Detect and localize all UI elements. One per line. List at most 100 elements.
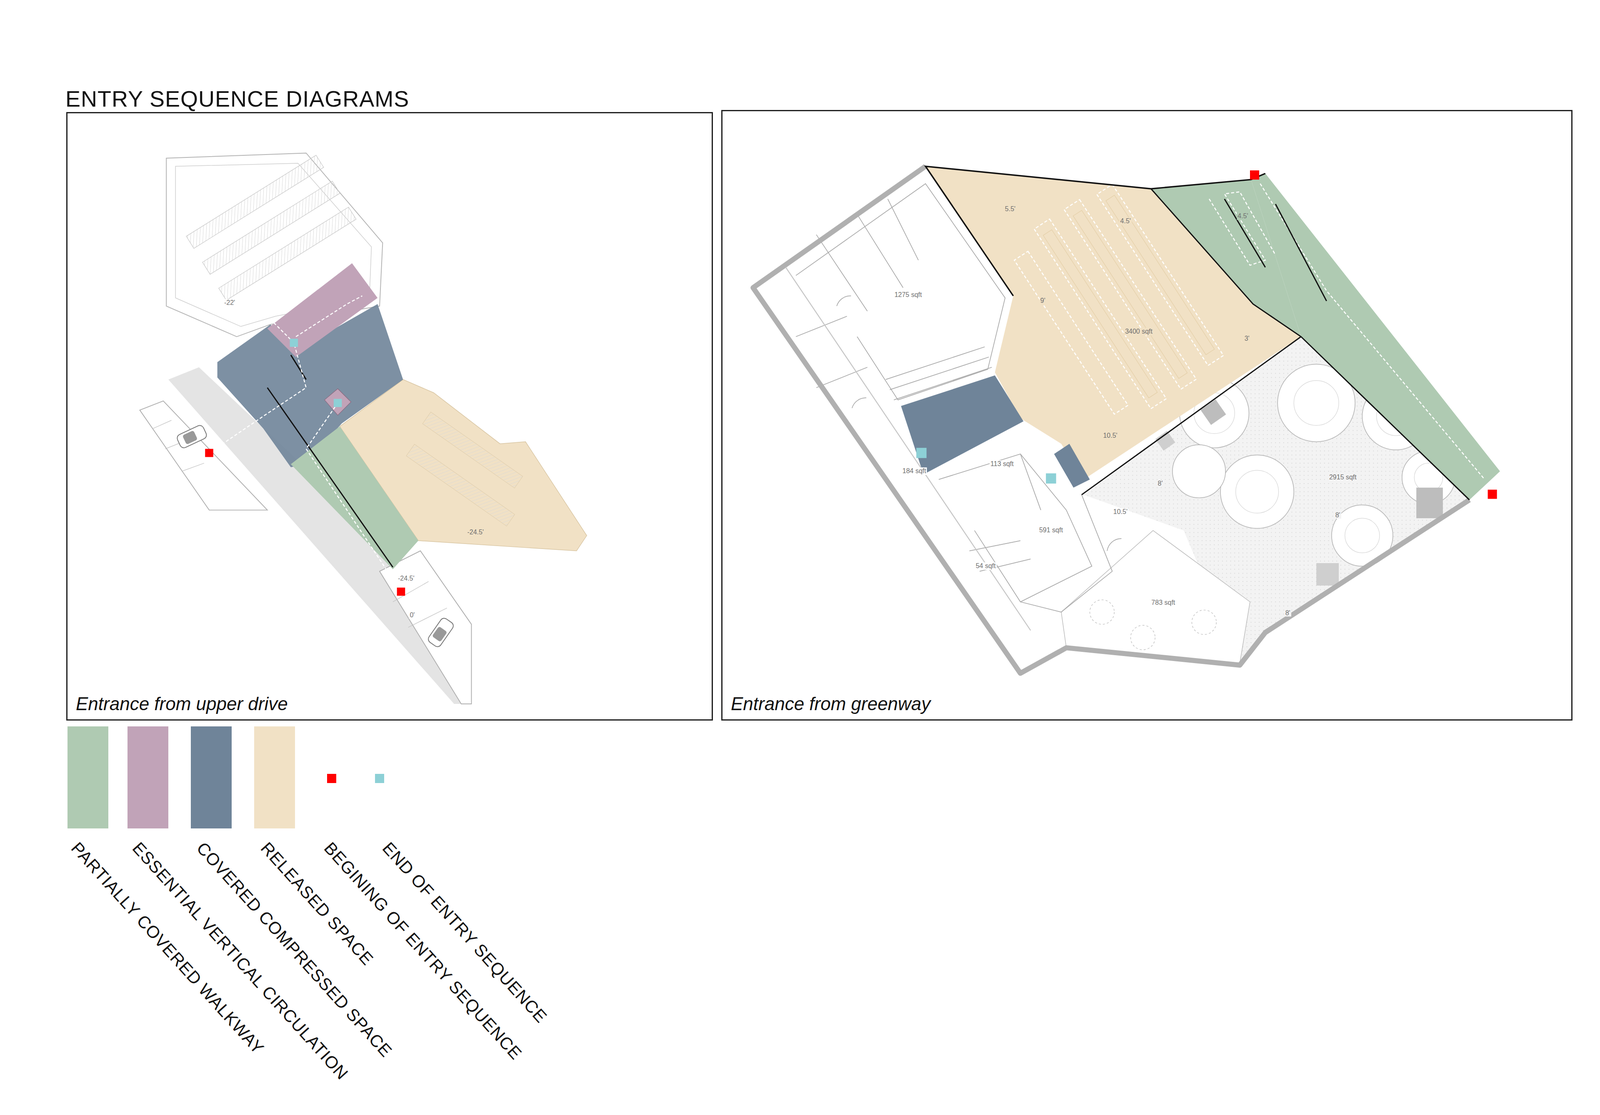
plan-graphic <box>181 463 205 472</box>
plan-graphic <box>1073 210 1188 379</box>
panel-caption: Entrance from upper drive <box>75 693 288 715</box>
plan-graphic <box>1020 495 1113 613</box>
plan-graphic <box>1150 188 1470 500</box>
plan-graphic <box>1081 336 1302 495</box>
plan-graphic <box>205 449 214 458</box>
plan-graphic <box>1061 530 1250 664</box>
plan-dimension: 3400 sqft <box>1124 327 1154 336</box>
plan-graphic <box>1172 445 1226 498</box>
plan-graphic <box>816 234 868 312</box>
plan-dimension: 1275 sqft <box>893 291 923 299</box>
plan-graphic <box>785 267 1031 631</box>
plan-graphic <box>1054 443 1090 488</box>
plan-graphic <box>1020 454 1041 511</box>
plan-dimension: 3' <box>1243 335 1251 343</box>
plan-graphic <box>1416 487 1443 519</box>
plan-dimension: 184 sqft <box>901 467 928 476</box>
plan-dimension: 4.5' <box>1119 217 1132 226</box>
plan-graphic <box>406 444 515 527</box>
plan-graphic <box>1043 230 1158 399</box>
plan-graphic <box>1090 600 1217 650</box>
plan-graphic <box>306 402 402 592</box>
plan-dimension: 4.5' <box>1236 212 1249 220</box>
plan-graphic <box>1045 473 1056 484</box>
plan-graphic <box>1209 183 1485 480</box>
plan-graphic <box>267 263 378 358</box>
panel-caption: Entrance from greenway <box>730 693 931 715</box>
plan-graphic <box>290 338 299 348</box>
plan-graphic <box>397 587 406 597</box>
plan-graphic <box>795 183 1122 613</box>
plan-graphic <box>295 295 363 337</box>
plan-graphic <box>1107 538 1122 551</box>
plan-panel: Entrance from upper drive <box>66 112 713 721</box>
plan-graphic <box>432 626 448 643</box>
plan-panel: Entrance from greenway <box>721 110 1573 721</box>
plan-graphic <box>175 424 208 450</box>
legend-swatch <box>254 726 295 829</box>
plan-graphic <box>152 420 172 429</box>
plan-graphic <box>1345 518 1380 553</box>
plan-dimension: -24.5' <box>466 529 485 537</box>
plan-graphic <box>900 375 1024 475</box>
plan-graphic <box>392 581 429 603</box>
plan-dimension: 591 sqft <box>1038 527 1064 535</box>
greenway-plan <box>752 166 1500 674</box>
plan-graphic <box>1487 490 1498 500</box>
plan-graphic <box>379 551 472 705</box>
plan-dimension: -24.5' <box>397 575 416 583</box>
plan-graphic <box>333 399 343 408</box>
plan-dimension: 8' <box>1284 609 1292 618</box>
plan-graphic <box>1316 563 1339 586</box>
plan-graphic <box>1090 600 1115 625</box>
plan-graphic <box>209 314 307 453</box>
plan-graphic <box>290 355 307 380</box>
legend-swatch <box>190 726 232 829</box>
plan-dimension: 8' <box>1334 511 1342 520</box>
plan-dimension: 0' <box>408 611 416 620</box>
plan-graphic <box>1224 199 1266 268</box>
plan-graphic <box>1220 455 1294 529</box>
plan-graphic <box>969 540 1021 551</box>
plan-graphic <box>186 155 357 301</box>
plan-dimension: 54 sqft <box>975 562 997 570</box>
plan-graphic <box>852 397 867 409</box>
upper-drive-plan <box>140 152 588 704</box>
legend-label: RELEASED SPACE <box>256 838 378 970</box>
plan-graphic <box>324 388 352 416</box>
plan-graphic <box>925 166 1266 296</box>
plan-dimension: 113 sqft <box>989 460 1015 468</box>
plan-graphic <box>1130 625 1155 650</box>
plan-dimension: 9' <box>1039 297 1047 305</box>
plan-dimension: 2915 sqft <box>1328 473 1358 482</box>
plan-graphic <box>1293 380 1339 426</box>
plan-graphic <box>1191 610 1217 635</box>
diagram-title: ENTRY SEQUENCE DIAGRAMS <box>65 85 410 112</box>
plan-graphic <box>1275 204 1327 302</box>
plan-dimension: 10.5' <box>1102 432 1118 440</box>
legend-swatch <box>327 774 337 784</box>
legend-swatch <box>127 726 169 829</box>
plan-graphic <box>752 166 1470 674</box>
legend-swatch <box>375 774 385 784</box>
plan-dimension: -22' <box>223 299 236 308</box>
plan-graphic <box>140 401 268 511</box>
plan-graphic <box>1235 470 1279 514</box>
plan-graphic <box>1250 173 1500 500</box>
plan-graphic <box>175 424 208 450</box>
plan-graphic <box>1200 399 1226 425</box>
plan-graphic <box>402 412 536 527</box>
plan-graphic <box>887 199 919 261</box>
plan-graphic <box>182 430 198 445</box>
plan-dimension: 783 sqft <box>1150 599 1176 608</box>
plan-graphic <box>1250 170 1260 180</box>
plan-graphic <box>426 617 455 649</box>
plan-graphic <box>1064 199 1197 390</box>
plan-graphic <box>1014 251 1128 415</box>
plan-graphic <box>893 367 992 400</box>
plan-graphic <box>857 214 903 288</box>
plan-graphic <box>836 295 851 307</box>
plan-dimension: 10.5' <box>1112 508 1129 517</box>
legend-swatch <box>67 726 109 829</box>
